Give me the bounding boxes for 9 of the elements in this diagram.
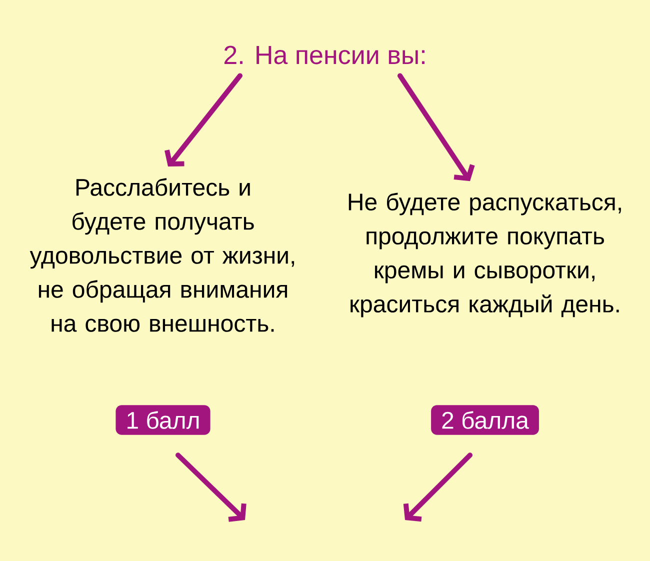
arrow [403, 452, 472, 522]
title-text: 2. На пенсии вы: [224, 46, 424, 64]
score-badge: 1 балл [116, 405, 210, 435]
arrow [164, 73, 242, 167]
arrow [398, 73, 475, 182]
answer-text: Не будете распускаться, продолжите покупать кремы и сыворотки, краситься каждый день. [348, 192, 621, 318]
answer-text: Расслабитесь и будете получать удовольствие от жизни, не обращая внимания на свою внешность. [30, 178, 294, 332]
score-badge: 2 балла [431, 405, 539, 435]
arrow [176, 452, 246, 522]
